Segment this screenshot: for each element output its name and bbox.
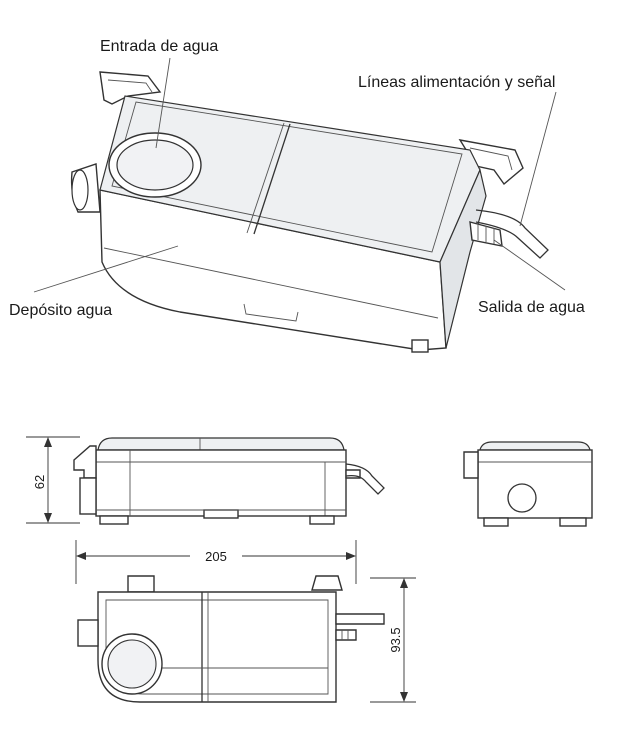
water-tank-leader [33, 245, 179, 293]
water-outlet-leader [493, 239, 566, 291]
side-view-body [477, 449, 593, 519]
power-signal-cable [475, 209, 549, 259]
tank-top-face [99, 95, 481, 263]
front-view [73, 437, 385, 525]
width-dimension: 205 [75, 540, 357, 584]
height-dimension-value: 62 [32, 475, 47, 489]
isometric-view [70, 71, 549, 353]
front-view-body [95, 449, 347, 517]
depth-dimension-value: 93.5 [388, 627, 403, 652]
width-dimension-value: 205 [205, 549, 227, 564]
power-signal-leader [519, 91, 557, 227]
water-tank-label: Depósito agua [9, 302, 112, 319]
top-view: 205 [75, 540, 385, 703]
height-dimension: 62 [26, 436, 80, 524]
water-inlet-leader [155, 57, 171, 149]
water-inlet-label: Entrada de agua [100, 38, 218, 55]
water-outlet-label: Salida de agua [478, 299, 585, 316]
side-view-outlet [507, 483, 537, 513]
power-signal-label: Líneas alimentación y señal [358, 74, 555, 91]
depth-dimension: 93.5 [370, 577, 416, 703]
side-view [463, 441, 593, 527]
